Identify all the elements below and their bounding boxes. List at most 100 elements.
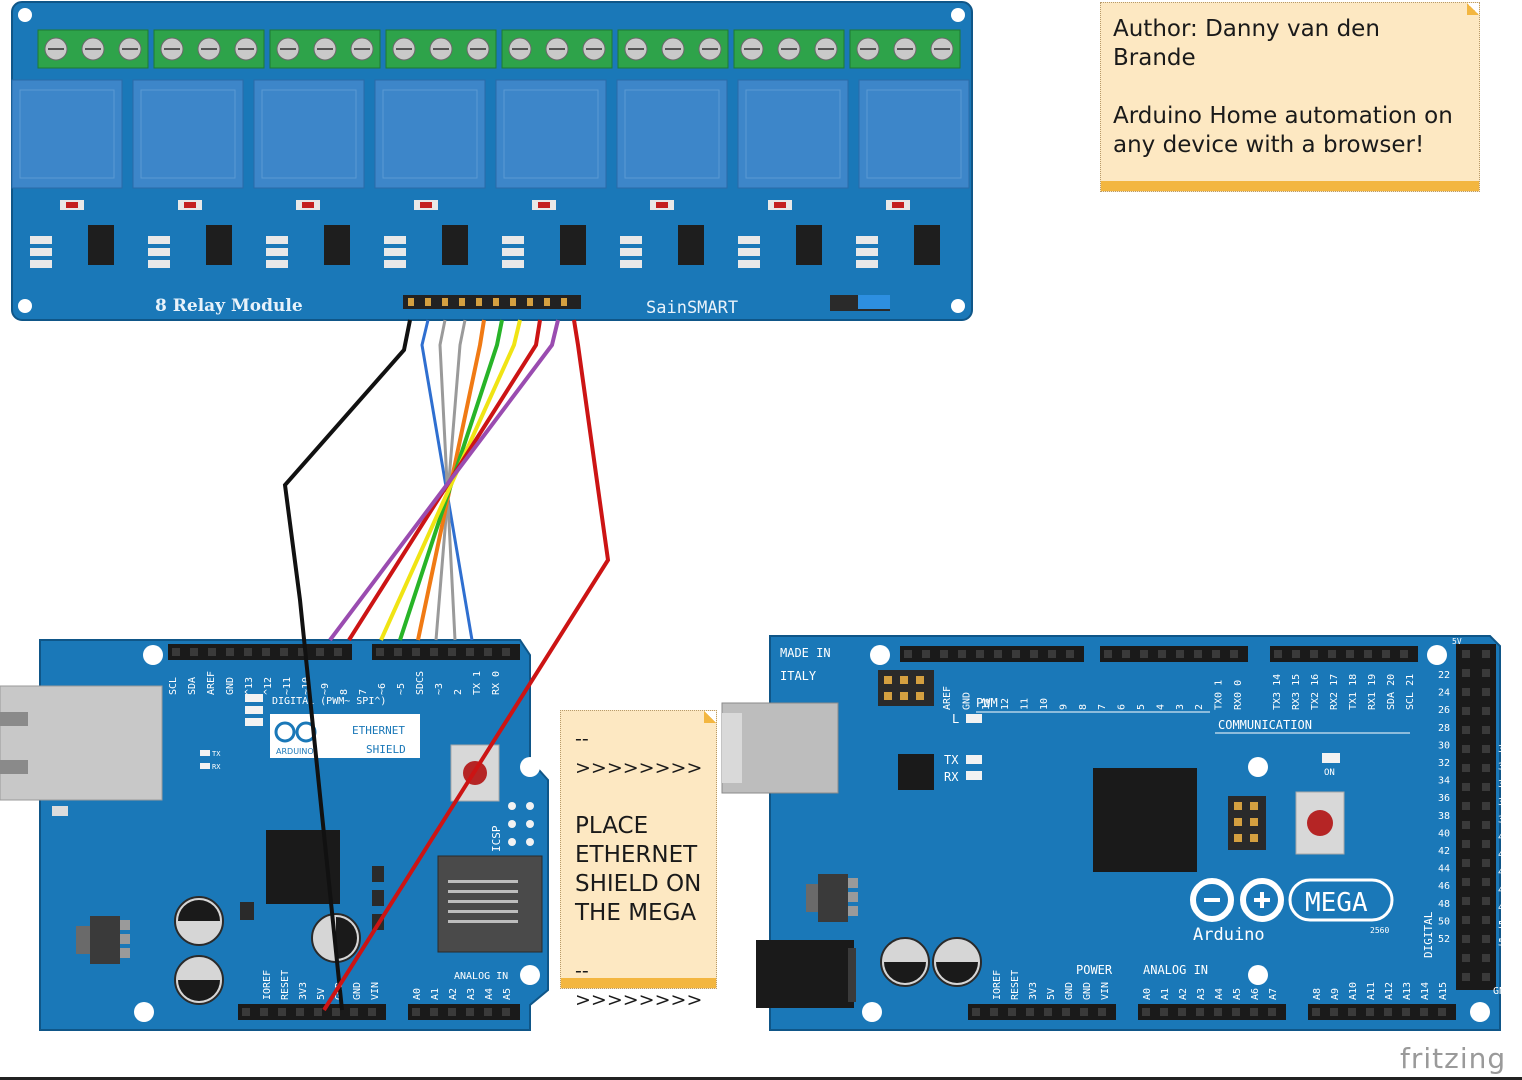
ethernet-shield-text: ETHERNET: [352, 724, 405, 737]
pin-label: IOREF: [992, 970, 1003, 1000]
power-jack: [756, 940, 854, 1008]
pin-label: RX1 19: [1367, 674, 1378, 710]
pin-label: A15: [1438, 982, 1449, 1000]
pin-label: 47: [1498, 885, 1510, 896]
pin-label: GND: [225, 677, 236, 695]
pin-label: 33: [1498, 762, 1510, 773]
pin-label: A12: [1384, 982, 1395, 1000]
pin-label: 40: [1438, 828, 1450, 839]
pin-label: A5: [1232, 988, 1243, 1000]
mega-top-header: [900, 646, 1418, 662]
pin-label: 11: [1020, 698, 1031, 710]
pin-label: 42: [1438, 846, 1450, 857]
pin-label: A4: [484, 988, 495, 1000]
pin-label: 22: [1438, 670, 1450, 681]
place-shield-note[interactable]: -->>>>>>>> PLACE ETHERNET SHIELD ON THE …: [560, 710, 717, 1011]
mega-icsp-top: [878, 670, 934, 706]
pin-label: A5: [502, 988, 513, 1000]
mega-bottom-header: [968, 1004, 1456, 1020]
pin-label: IOREF: [262, 970, 273, 1000]
pin-label: TX0 1: [1214, 680, 1225, 710]
pin-label: GND: [1064, 982, 1075, 1000]
pin-label: 5V: [1046, 988, 1057, 1000]
terminal-blocks: [37, 29, 961, 69]
pin-label: A6: [1250, 988, 1261, 1000]
pin-label: 36: [1438, 793, 1450, 804]
wire-in4: [416, 319, 486, 641]
driver-components: [30, 200, 940, 268]
mega-capacitors: [880, 937, 982, 987]
mega-icsp-main: [1228, 796, 1266, 850]
relay: [616, 79, 728, 189]
place-note-line-2: ETHERNET: [575, 842, 698, 868]
sd-card-slot: [437, 855, 543, 953]
pin-label: 46: [1438, 881, 1450, 892]
pin-label: 7: [1097, 704, 1108, 710]
pin-label: 48: [1438, 899, 1450, 910]
pin-label: AREF: [206, 671, 217, 695]
wire-gnd: [282, 319, 412, 1011]
mega-power-label: POWER: [1076, 963, 1113, 977]
wire-vcc: [322, 319, 611, 1012]
mega-l-label: L: [952, 712, 959, 726]
pin-label: A2: [1178, 988, 1189, 1000]
pin-label: A0: [1142, 988, 1153, 1000]
pin-label: 8: [339, 689, 350, 695]
mega-brand: MEGA: [1305, 888, 1368, 918]
pin-label: 3V3: [1028, 982, 1039, 1000]
pin-label: 5V: [316, 988, 327, 1000]
pin-label: ^13: [244, 677, 255, 695]
relay: [737, 79, 849, 189]
pin-label: GND: [1082, 982, 1093, 1000]
pin-label: 7: [358, 689, 369, 695]
pin-label: SDA 20: [1386, 674, 1397, 710]
pin-label: TX1 18: [1348, 674, 1359, 710]
pin-label: 44: [1438, 864, 1450, 875]
pin-label: ~5: [396, 683, 407, 695]
pin-label: AREF: [942, 686, 953, 710]
pin-label: SDCS: [415, 671, 426, 695]
pin-label: SCL: [168, 677, 179, 695]
pin-label: ~10: [301, 677, 312, 695]
pin-label: 38: [1438, 811, 1450, 822]
pin-label: 41: [1498, 832, 1510, 843]
place-note-line-1: PLACE: [575, 813, 649, 839]
relay-module-label: 8 Relay Module: [155, 296, 303, 316]
relay: [495, 79, 607, 189]
wire-in2: [438, 319, 457, 641]
wire-in8: [328, 319, 560, 642]
pin-label: RX 0: [491, 671, 502, 695]
relay: [132, 79, 244, 189]
mega-made-in: MADE IN: [780, 646, 831, 660]
mega-rx-label: RX: [944, 770, 959, 784]
pin-label: 30: [1438, 740, 1450, 751]
eth-led-rx: RX: [212, 763, 221, 771]
pin-label: 24: [1438, 688, 1450, 699]
mega-reset-button[interactable]: [1295, 791, 1345, 855]
pin-label: TX 1: [472, 671, 483, 695]
ethernet-digital-label: DIGITAL (PWM~ SPI^): [272, 696, 386, 707]
pin-label: A8: [1312, 988, 1323, 1000]
pin-label: 5: [1136, 704, 1147, 710]
bottom-border: [0, 1077, 1522, 1080]
mega-brand-sub: 2560: [1370, 926, 1389, 935]
mega-communication-label: COMMUNICATION: [1218, 718, 1312, 732]
pin-label: 28: [1438, 723, 1450, 734]
pin-label: ~6: [377, 683, 388, 695]
relay: [11, 79, 123, 189]
pin-label: A4: [1214, 988, 1225, 1000]
ethernet-bottom-header: [238, 1004, 520, 1020]
pin-label: 12: [1000, 698, 1011, 710]
mega-5v-label: 5V: [1452, 637, 1462, 646]
pin-label: A10: [1348, 982, 1359, 1000]
pin-label: SDA: [187, 677, 198, 695]
author-note[interactable]: Author: Danny van den Brande Arduino Hom…: [1100, 2, 1480, 192]
wire-in7: [347, 319, 542, 642]
ethernet-top-header: [168, 644, 520, 660]
